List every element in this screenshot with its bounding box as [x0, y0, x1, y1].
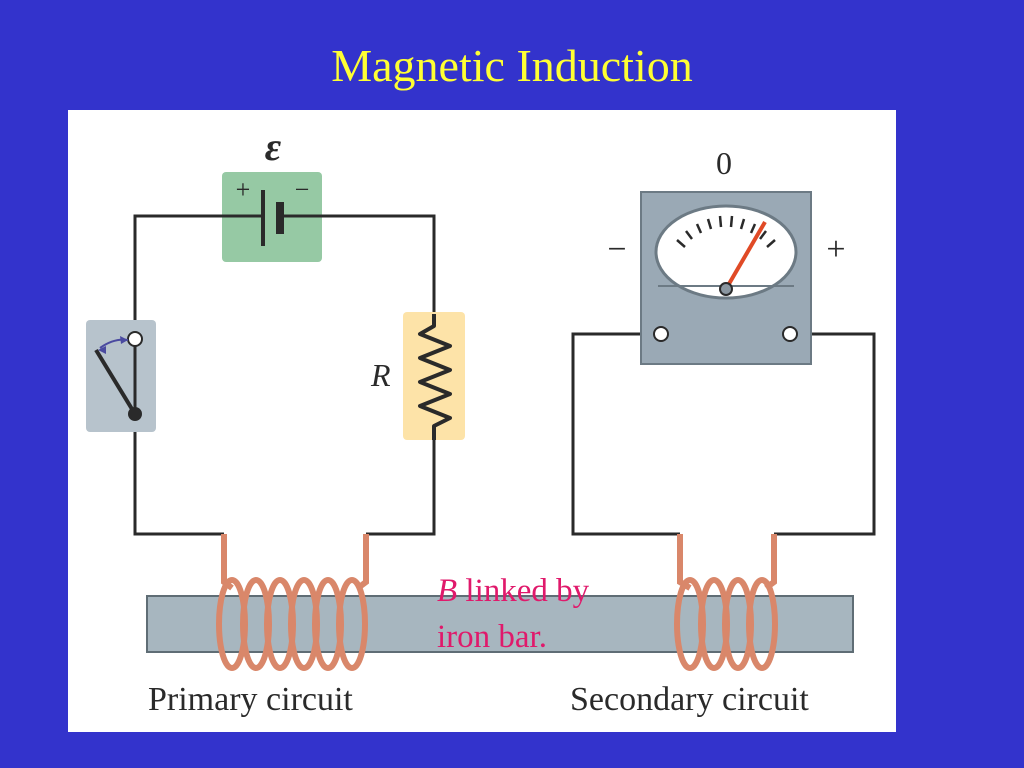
- magnetic-field-symbol: B: [437, 573, 458, 609]
- secondary-circuit-caption: Secondary circuit: [570, 681, 809, 718]
- resistor-label: R: [370, 357, 391, 393]
- resistor: [403, 312, 465, 440]
- induction-figure: + − ε R: [68, 110, 896, 732]
- battery: + −: [222, 172, 322, 262]
- emf-symbol: ε: [265, 124, 282, 169]
- meter-zero-label: 0: [716, 145, 732, 181]
- meter-plus-label: +: [826, 231, 845, 268]
- battery-plus-label: +: [236, 175, 251, 204]
- battery-minus-label: −: [295, 175, 310, 204]
- switch: [86, 320, 156, 432]
- primary-circuit-caption: Primary circuit: [148, 681, 353, 718]
- galvanometer-needle: [724, 220, 767, 291]
- annotation-line-1: linked by: [457, 573, 590, 609]
- circuit-diagram: + − ε R: [86, 124, 876, 671]
- annotation-line-2: iron bar.: [437, 619, 547, 655]
- primary-coil: [216, 534, 369, 671]
- galvanometer: [640, 191, 812, 365]
- secondary-coil: [674, 534, 778, 671]
- meter-minus-label: −: [607, 231, 626, 268]
- slide-title: Magnetic Induction: [331, 40, 693, 91]
- secondary-wires: [571, 332, 876, 536]
- iron-bar-annotation: B linked by iron bar.: [437, 568, 589, 660]
